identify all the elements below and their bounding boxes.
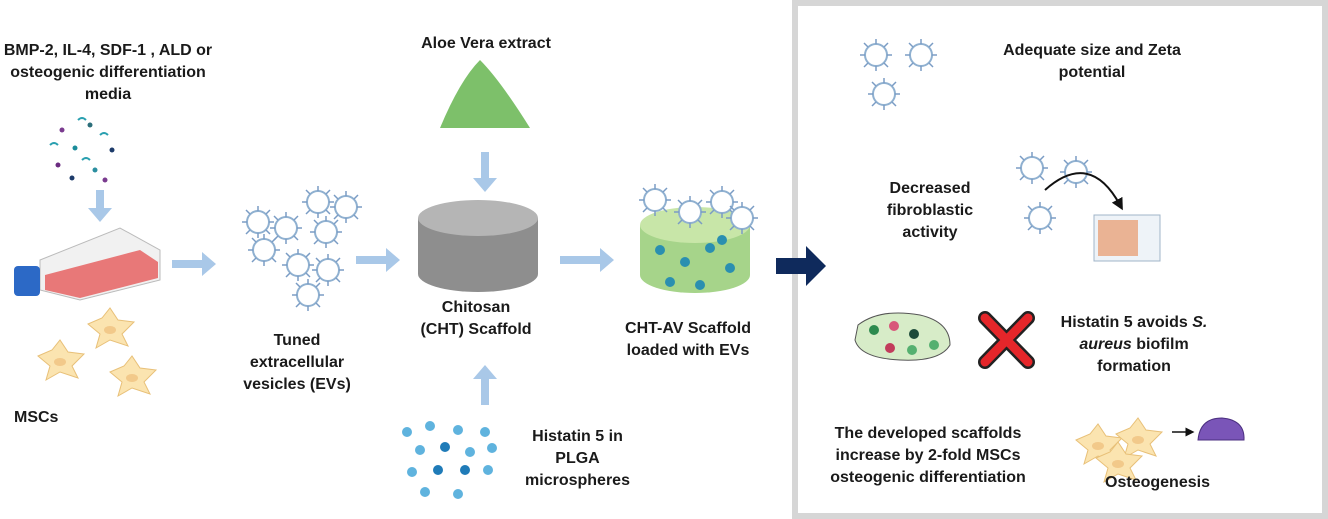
osteogenesis-label: Osteogenesis [1105,474,1210,491]
label-line: loaded with EVs [626,342,750,359]
ev-cluster-icon [241,185,363,312]
loaded-scaffold-label: CHT-AV Scaffold loaded with EVs [610,318,766,362]
msc-cells-icon [37,307,157,397]
label-line: Adequate size and Zeta [1003,42,1181,59]
cross-icon [978,311,1035,369]
label-line: The developed scaffolds [834,425,1022,442]
label-line: aureus biofilm [1048,334,1220,356]
molecules-icon [49,117,115,183]
label-line: increase by 2-fold MSCs [835,447,1021,464]
label-line: Histatin 5 in [532,428,623,445]
scaffold-label: Chitosan (CHT) Scaffold [396,297,556,341]
flow-arrows [88,152,614,405]
biofilm-icon [854,312,951,361]
inducers-label: BMP-2, IL-4, SDF-1 , ALD or osteogenic d… [0,40,216,106]
culture-flask-icon [14,227,161,301]
label-line: Histatin 5 avoids S. [1048,312,1220,334]
label-line: media [84,86,132,103]
label-line: activity [902,224,958,241]
label-line: formation [1097,358,1171,375]
label-line: osteogenic differentiation [830,469,1026,486]
label-line: microspheres [525,472,630,489]
label-line: (CHT) Scaffold [420,321,532,338]
fibroblast-assay-icon [1015,151,1161,262]
label-line: extracellular [249,354,345,371]
label-line: CHT-AV Scaffold [625,320,751,337]
label-line: PLGA [555,450,600,467]
osteogenic-text: The developed scaffolds increase by 2-fo… [812,423,1044,489]
label-line: Tuned [273,332,321,349]
microspheres-label: Histatin 5 in PLGA microspheres [510,426,645,492]
label-line: BMP-2, IL-4, SDF-1 , ALD or [3,42,213,59]
label-line: osteogenic differentiation [10,64,206,81]
label-text: biofilm [1131,336,1189,353]
species-text: S. [1192,314,1208,331]
chitosan-scaffold-icon [418,200,538,292]
label-line: Decreased [889,180,971,197]
osteogenesis-icon [1075,417,1245,483]
microspheres-icon [402,421,497,499]
fibroblastic-label: Decreased fibroblastic activity [870,178,990,244]
species-text: aureus [1079,336,1132,353]
mscs-label: MSCs [14,409,59,426]
main-arrow-icon [776,246,826,286]
label-line: vesicles (EVs) [243,376,351,393]
label-line: fibroblastic [886,202,974,219]
loaded-scaffold-icon [638,183,759,293]
biofilm-label: Histatin 5 avoids S. aureus biofilm form… [1048,312,1220,378]
ev-size-icon [859,38,938,111]
label-line: potential [1058,64,1126,81]
aloe-label: Aloe Vera extract [421,35,551,52]
label-line: Chitosan [441,299,511,316]
aloe-powder-icon [440,60,530,128]
evs-label: Tuned extracellular vesicles (EVs) [222,330,372,396]
label-text: Histatin 5 avoids [1060,314,1193,331]
size-zeta-label: Adequate size and Zeta potential [982,40,1202,84]
